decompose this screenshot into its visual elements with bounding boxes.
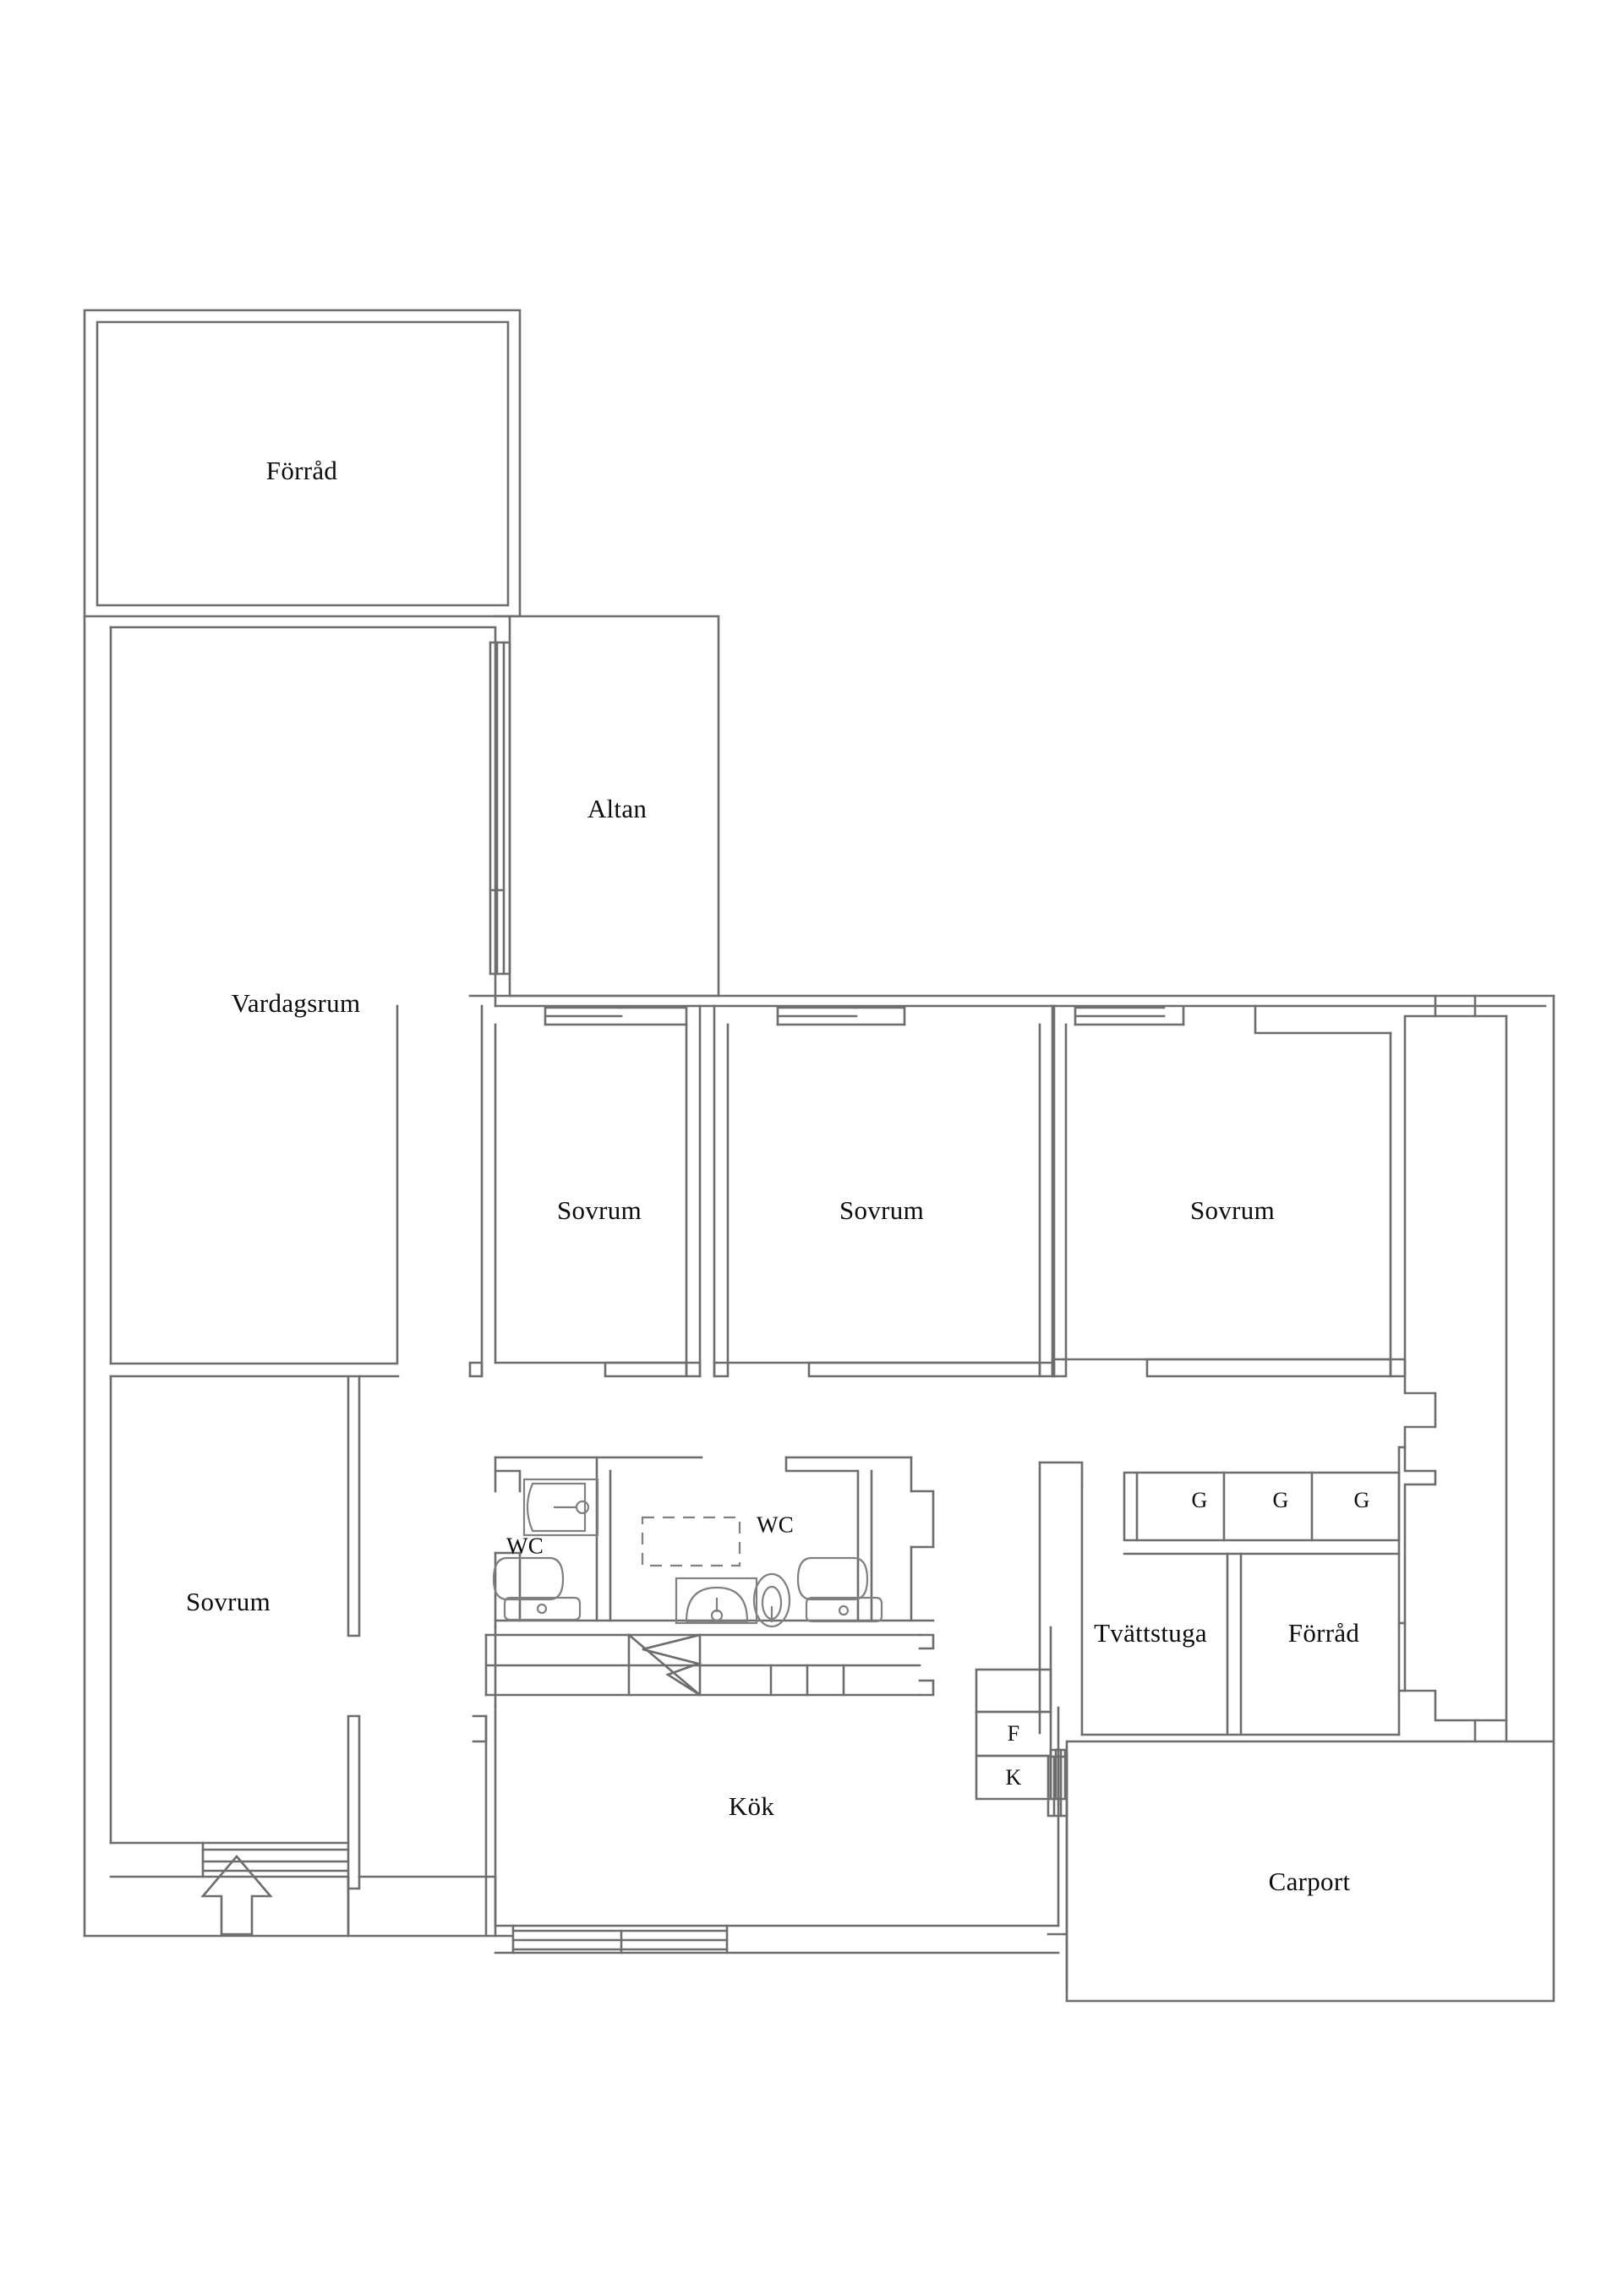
wc-right-right-wall-jog [910,1490,935,1549]
shower-basin-bowl [526,1482,587,1533]
utility-left-wall-jog [1038,1461,1084,1488]
appliance-label-g1: G [1191,1488,1208,1512]
wall-lines [83,309,1555,2003]
toilet-right-tank [805,1596,883,1623]
toilet-left-tank [503,1596,582,1621]
appliance-label-g2: G [1272,1488,1289,1512]
vardagsrum-bottom-wall [109,1004,399,1365]
appliance-label-freezer: F [1007,1721,1020,1746]
shower-basin-tap [575,1500,590,1515]
entry-hall-right [358,1875,497,1938]
room-label-forrad-top: Förråd [265,456,338,485]
toilet-right-flush [838,1604,850,1616]
sovrum3-top-right-notch [1254,1004,1392,1035]
forrad-top-inner-wall [96,320,510,607]
kok-top-stub [472,1714,488,1743]
sovrum2-threshold-mid [807,1361,1041,1378]
sovrum3-threshold-right [1389,1358,1407,1378]
toilet-left-flush [536,1603,548,1615]
cabinet-row-notch [1123,1471,1139,1542]
appliance-label-fridge: K [1005,1765,1022,1790]
room-label-carport: Carport [1268,1867,1351,1896]
room-label-altan: Altan [587,794,648,823]
bidet-outer [752,1572,791,1628]
room-label-sovrum-left: Sovrum [186,1587,270,1616]
stair-break-symbol [627,1633,702,1697]
sovrum1-threshold-right [685,1361,702,1378]
room-label-sovrum-3: Sovrum [1190,1195,1275,1225]
room-label-wc-right: WC [756,1512,795,1538]
vardagsrum-room-outline [109,626,497,1008]
appliance-label-g3: G [1353,1488,1370,1512]
counter-band-right-jog2 [918,1679,935,1697]
room-label-kok: Kök [728,1791,775,1821]
toilet-right-bowl [796,1556,869,1601]
counter-band-right-jog [918,1633,935,1650]
room-label-wc-left: WC [505,1533,544,1559]
sovrum1-threshold-mid [604,1361,688,1378]
sovrum2-threshold-left [713,1361,730,1378]
sovrum3-threshold-left [1051,1358,1068,1378]
shower-basin-icon [522,1478,599,1537]
wc-left-cell-left [494,1551,522,1622]
room-label-vardagsrum: Vardagsrum [231,988,361,1018]
sovrum-left-right-wall [347,1714,361,1890]
bathtub-outline [641,1516,741,1567]
room-label-sovrum-1: Sovrum [557,1195,642,1225]
sovrum1-threshold-left [468,1361,484,1378]
right-column-outline [1403,994,1508,1743]
sovrum-left-divider-stub [347,1375,361,1637]
bathroom-fixtures [492,1478,883,1628]
altan-glass-door-frame [489,641,511,976]
wc-core-top-left-jog [494,1469,522,1493]
room-label-forrad-right: Förråd [1287,1618,1360,1648]
room-label-sovrum-2: Sovrum [839,1195,924,1225]
wash-basin-frame [675,1577,758,1625]
room-label-tvattstuga: Tvättstuga [1094,1618,1207,1648]
wc-right-top-wall-jog [784,1456,860,1622]
wash-basin-tap [710,1609,724,1622]
sovrum3-threshold-mid [1145,1358,1392,1378]
entry-strip-outline [109,1875,350,1938]
entrance-direction-arrow [200,1854,273,1936]
wash-basin-bowl [685,1586,749,1623]
toilet-left-bowl [492,1556,565,1601]
